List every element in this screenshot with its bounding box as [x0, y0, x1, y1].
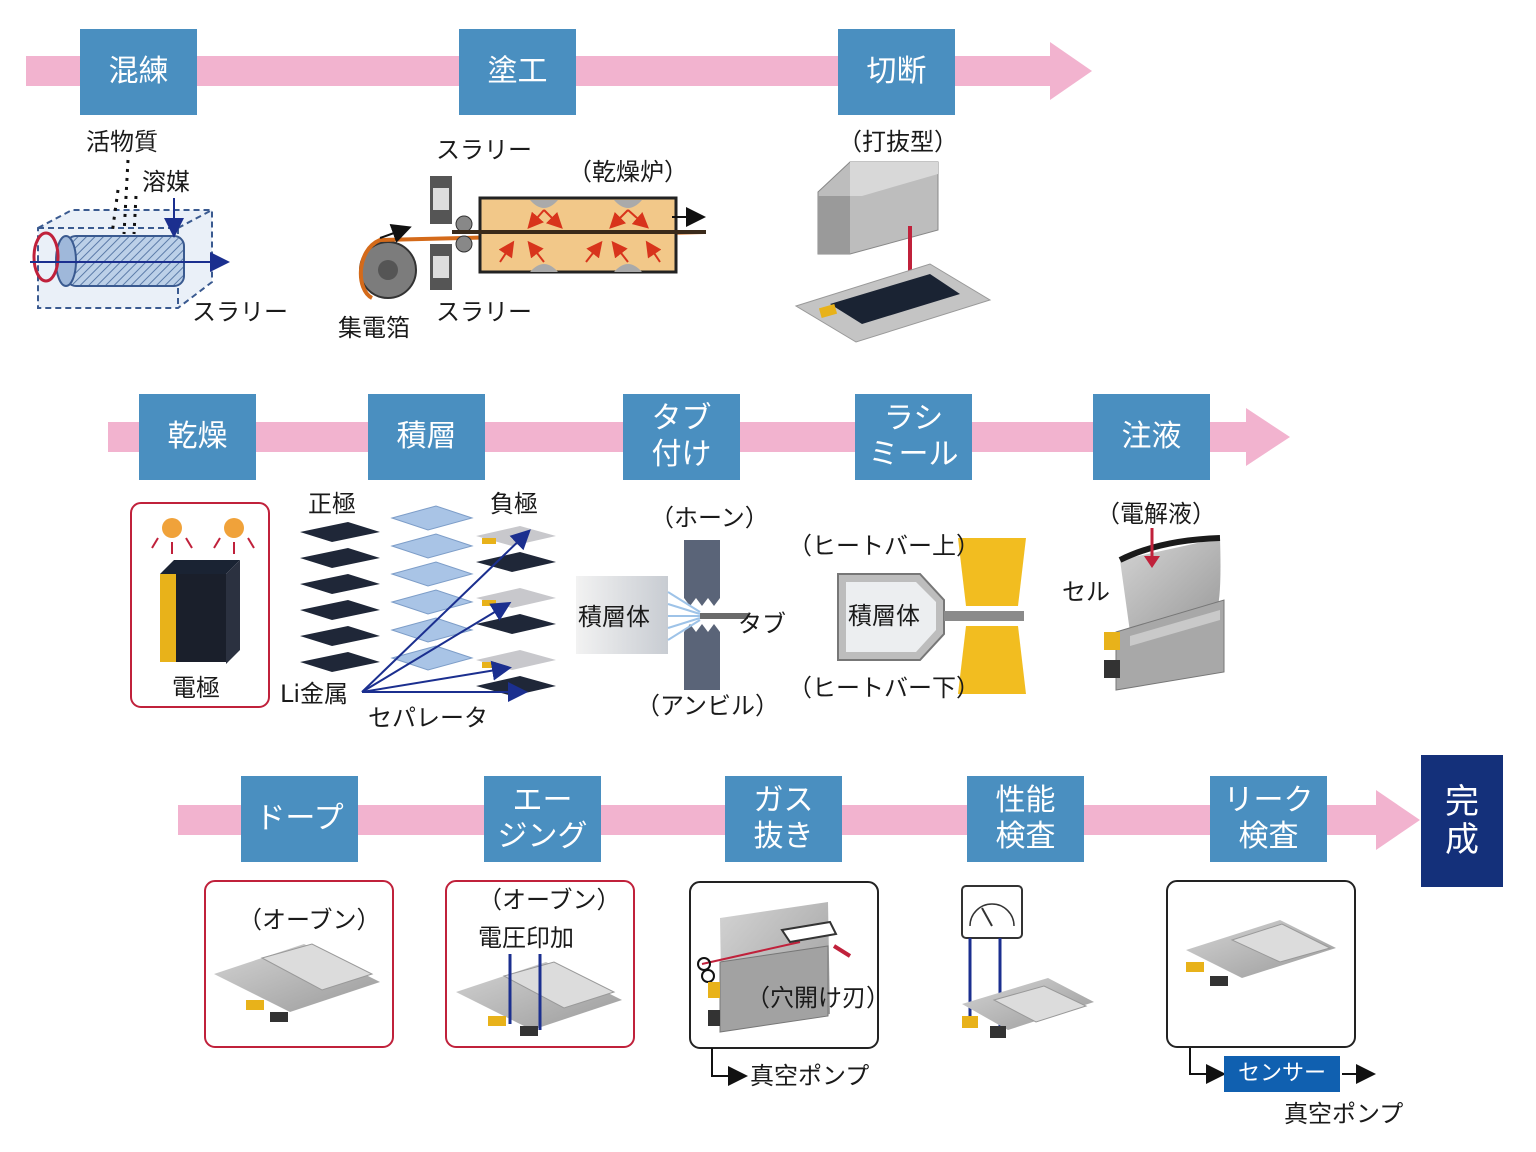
step-cutting: 切断 [838, 29, 955, 115]
coater-illustration [358, 176, 706, 300]
die-cutter-illustration [794, 161, 992, 343]
label-coating-slurry-top: スラリー [436, 136, 532, 164]
step-dope: ドープ [241, 776, 358, 862]
label-coating-slurry-bottom: スラリー [436, 298, 532, 326]
label-dope-oven: （オーブン） [238, 906, 381, 934]
label-heat-bar-bottom: （ヒートバー下） [788, 674, 980, 702]
label-anvil: （アンビル） [636, 692, 780, 720]
label-tab: タブ [738, 610, 786, 638]
label-voltage-apply: 電圧印加 [478, 924, 574, 952]
aging-panel [445, 880, 635, 1048]
step-leak-test: リーク 検査 [1210, 776, 1327, 862]
label-piercing-blade: （穴開け刃） [746, 984, 890, 1012]
label-active-material: 活物質 [86, 128, 158, 156]
step-complete: 完 成 [1421, 755, 1503, 887]
leak-panel [1166, 880, 1376, 1084]
dope-panel [204, 880, 394, 1048]
sensor-box: センサー [1224, 1056, 1340, 1092]
label-positive: 正極 [308, 490, 356, 518]
step-coating: 塗工 [459, 29, 576, 115]
label-weld-stack: 積層体 [578, 603, 650, 631]
step-tab-welding: タブ 付け [623, 394, 740, 480]
label-horn: （ホーン） [650, 504, 769, 532]
label-leak-vacuum-pump: 真空ポンプ [1284, 1100, 1404, 1128]
label-drying-oven: （乾燥炉） [568, 158, 688, 186]
step-drying: 乾燥 [139, 394, 256, 480]
dryer-panel [130, 502, 270, 708]
label-electrolyte: （電解液） [1096, 500, 1216, 528]
filling-illustration [1104, 528, 1225, 691]
label-negative: 負極 [490, 490, 538, 518]
label-electrode: 電極 [172, 674, 220, 702]
heat-sealer-illustration [837, 538, 1026, 694]
stacking-illustration [300, 505, 556, 702]
label-punch-die: （打抜型） [838, 128, 958, 156]
label-li-metal: Li金属 [280, 680, 349, 708]
mixer-illustration [30, 159, 230, 309]
step-filling: 注液 [1093, 394, 1210, 480]
label-seal-stack: 積層体 [848, 602, 920, 630]
label-heat-bar-top: （ヒートバー上） [788, 532, 980, 560]
label-current-collector: 集電箔 [338, 314, 410, 342]
label-aging-oven: （オーブン） [478, 886, 621, 914]
step-degas: ガス 抜き [725, 776, 842, 862]
label-mixing-slurry: スラリー [192, 298, 288, 326]
step-laminate-seal: ラシ ミール [855, 394, 972, 480]
label-solvent: 溶媒 [142, 168, 190, 196]
label-separator: セパレータ [368, 704, 488, 732]
step-stacking: 積層 [368, 394, 485, 480]
step-mixing: 混練 [80, 29, 197, 115]
tab-welder-illustration [576, 540, 748, 690]
inspection-illustration [961, 885, 1094, 1038]
degas-panel [689, 881, 879, 1086]
step-aging: エー ジング [484, 776, 601, 862]
label-degas-vacuum-pump: 真空ポンプ [750, 1062, 870, 1090]
step-performance-test: 性能 検査 [967, 776, 1084, 862]
label-cell: セル [1062, 578, 1110, 606]
